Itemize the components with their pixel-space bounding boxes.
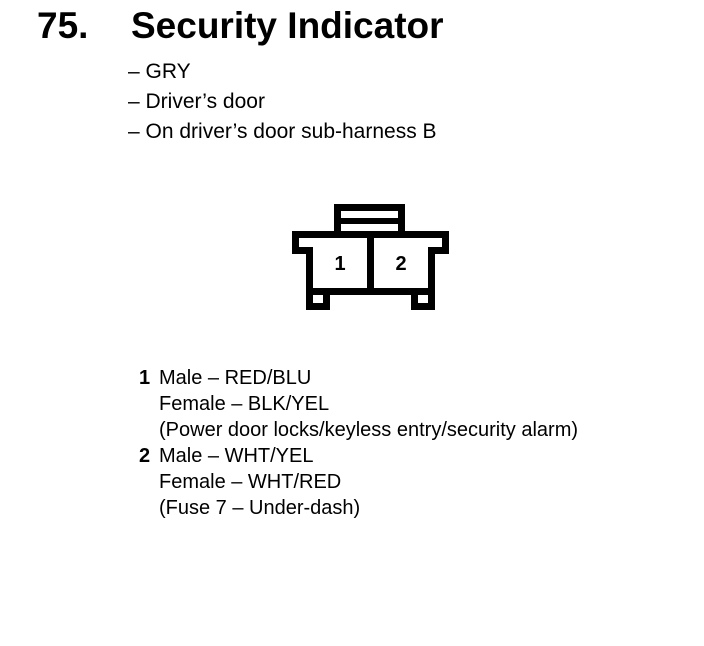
pin-2-circuit: (Fuse 7 – Under-dash) xyxy=(159,497,361,519)
pin-2-details: 2 Male – WHT/YEL Female – WHT/RED (Fuse … xyxy=(139,443,578,521)
attribute-color: – GRY xyxy=(128,60,191,83)
pin-1-number: 1 xyxy=(139,367,151,389)
attribute-harness: – On driver’s door sub-harness B xyxy=(128,120,437,143)
connector-right-foot-bottom xyxy=(411,303,435,310)
connector-right-ear xyxy=(442,231,449,254)
pin-1-details: 1 Male – RED/BLU Female – BLK/YEL (Power… xyxy=(139,365,578,443)
pin-detail-list: 1 Male – RED/BLU Female – BLK/YEL (Power… xyxy=(139,365,578,521)
pin-1-female-wire: Female – BLK/YEL xyxy=(159,393,330,415)
latch-tab-slot-lower xyxy=(341,224,398,231)
pin-2-lines: Male – WHT/YEL Female – WHT/RED (Fuse 7 … xyxy=(159,443,360,521)
connector-attribute-list: – GRY – Driver’s door – On driver’s door… xyxy=(128,57,437,147)
attribute-location: – Driver’s door xyxy=(128,90,265,113)
connector-diagram: 1 2 xyxy=(292,204,449,310)
pin-2-number: 2 xyxy=(139,445,151,467)
pin-2-cavity-label: 2 xyxy=(395,253,406,275)
pin-1-circuit: (Power door locks/keyless entry/security… xyxy=(159,419,579,441)
page-title: Security Indicator xyxy=(131,5,444,46)
pin-2-female-wire: Female – WHT/RED xyxy=(159,471,342,493)
connector-right-wall xyxy=(428,247,435,310)
connector-left-step xyxy=(292,247,313,254)
pin-1-male-wire: Male – RED/BLU xyxy=(159,367,312,389)
pin-2-cavity xyxy=(374,238,428,288)
latch-tab-slot-upper xyxy=(341,211,398,218)
connector-left-wall xyxy=(306,247,313,310)
section-number: 75. xyxy=(37,5,89,46)
pin-1-cavity-label: 1 xyxy=(334,253,345,275)
connector-center-divider xyxy=(367,238,374,295)
connector-right-step xyxy=(428,247,449,254)
connector-top-bar xyxy=(292,231,449,238)
connector-left-foot-inner xyxy=(323,288,330,310)
pin-2-male-wire: Male – WHT/YEL xyxy=(159,445,314,467)
connector-left-ear xyxy=(292,231,299,254)
connector-left-foot-bottom xyxy=(306,303,330,310)
pin-1-lines: Male – RED/BLU Female – BLK/YEL (Power d… xyxy=(159,365,578,443)
connector-right-foot-inner xyxy=(411,288,418,310)
pin-1-cavity xyxy=(313,238,367,288)
